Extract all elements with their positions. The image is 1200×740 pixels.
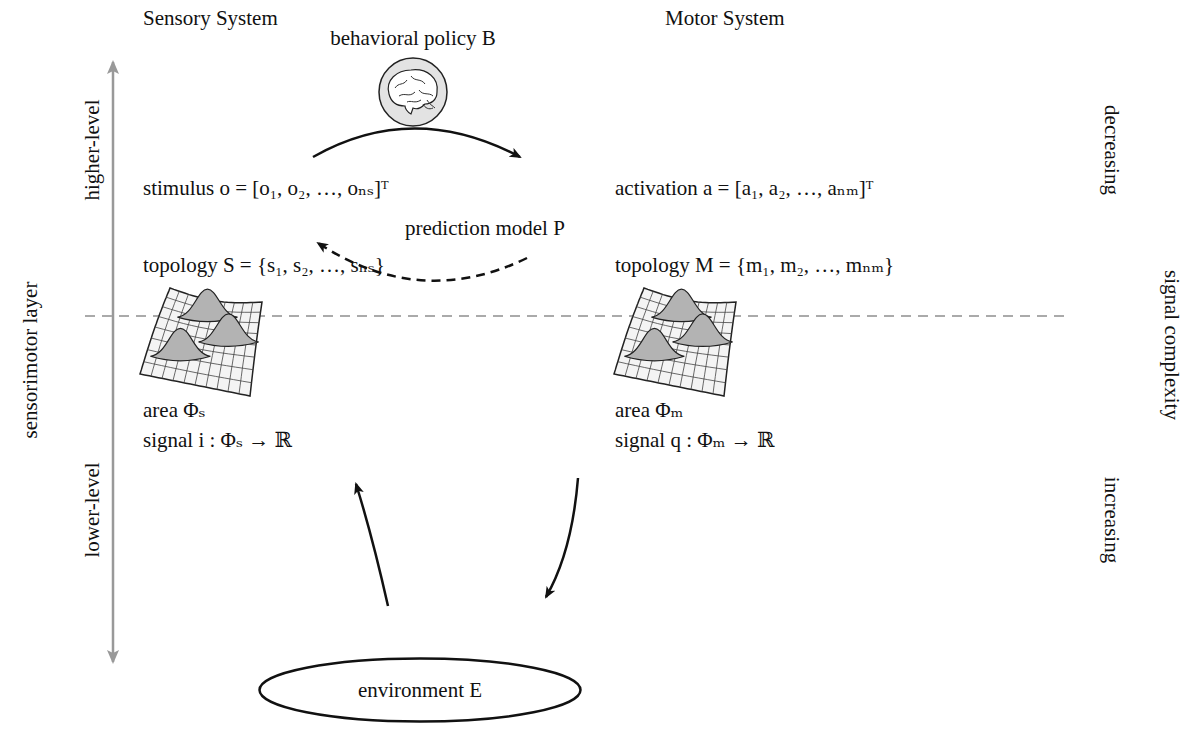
policy-arrow — [313, 129, 520, 158]
topology-label: topology S = {s₁, s₂, …, sₙₛ} — [143, 253, 385, 277]
acting-arrow — [546, 478, 578, 597]
system-title: Sensory System — [143, 6, 278, 30]
area-label: area Φₘ — [615, 398, 683, 422]
level-axis — [112, 360, 115, 662]
environment-node: environment E — [258, 657, 582, 723]
signal-label: signal q : Φₘ → ℝ — [615, 428, 774, 452]
system-title: Motor System — [665, 6, 785, 30]
level-axis — [112, 62, 115, 360]
axis-title: sensorimotor layer — [18, 282, 42, 439]
activation-label: activation a = [a₁, a₂, …, aₙₘ]ᵀ — [615, 176, 873, 200]
complexity-label: decreasing — [1100, 105, 1124, 195]
policy-node: behavioral policy B — [377, 56, 449, 128]
topographic-map — [614, 288, 736, 396]
complexity-label: increasing — [1100, 477, 1124, 563]
area-label: area Φₛ — [143, 398, 206, 422]
level-label: lower-level — [80, 462, 104, 557]
signal-label: signal i : Φₛ → ℝ — [143, 428, 292, 452]
policy-label: behavioral policy B — [330, 26, 496, 50]
stimulus-label: stimulus o = [o₁, o₂, …, oₙₛ]ᵀ — [143, 176, 389, 200]
axis-title: signal complexity — [1160, 270, 1184, 420]
sensing-arrow — [356, 484, 388, 606]
brain-icon — [377, 56, 449, 128]
topology-label: topology M = {m₁, m₂, …, mₙₘ} — [615, 253, 894, 277]
environment-label: environment E — [358, 678, 482, 702]
topographic-map — [140, 288, 262, 396]
prediction-label: prediction model P — [405, 216, 565, 240]
level-label: higher-level — [80, 99, 104, 200]
